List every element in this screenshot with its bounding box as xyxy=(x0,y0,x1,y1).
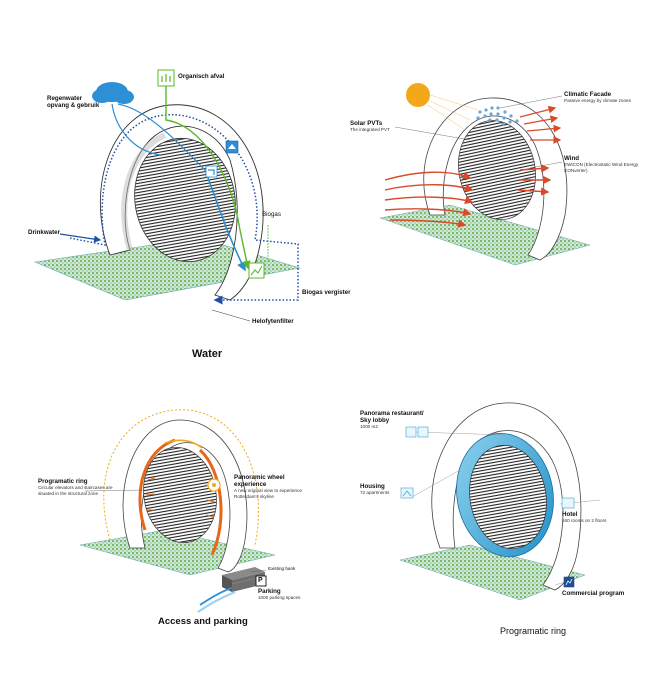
parking-p-box xyxy=(255,575,267,587)
organic-waste-glyph xyxy=(161,74,171,82)
wheel-title: Panoramic wheel experience xyxy=(234,474,285,489)
sun-rays xyxy=(427,94,479,131)
tank-glyph xyxy=(228,144,236,149)
housing-glyph xyxy=(402,490,412,497)
wheel-sub: A new original view to experience Rotter… xyxy=(234,488,302,499)
access-road-2 xyxy=(197,590,236,613)
drinkwater-leader xyxy=(59,233,102,243)
energy-panel xyxy=(379,83,591,266)
ring-leader xyxy=(84,489,146,492)
commercial-glyph xyxy=(565,578,573,586)
access-panel xyxy=(79,409,276,613)
title-access: Access and parking xyxy=(158,616,248,627)
program-ground-plane xyxy=(399,544,586,601)
housing-sub: 72 apartments xyxy=(360,490,390,496)
wind-leader xyxy=(529,161,563,169)
panoramic-wheel-dot xyxy=(212,483,216,487)
organic-green-line xyxy=(165,85,251,270)
housing-icon xyxy=(400,487,414,499)
panorama-sub: 1000 m2 xyxy=(360,424,378,430)
cloud-icon xyxy=(92,82,134,104)
label-parking-icon: P xyxy=(258,577,263,584)
energy-ring-outer xyxy=(423,97,568,261)
title-water: Water xyxy=(192,348,223,360)
wind-sub: EWICON (Electrostatic Wind Energy CONver… xyxy=(564,162,639,173)
climatic-sub: Passive energy by climate zones xyxy=(564,98,631,104)
energy-window xyxy=(458,120,536,220)
label-commercial: Commercial program xyxy=(562,590,625,597)
climatic-leader xyxy=(499,95,563,109)
prog-ring-title: Programatic ring xyxy=(38,478,88,485)
helofyten-leader xyxy=(211,309,251,322)
label-helofyten: Helofytenfilter xyxy=(252,318,294,325)
restaurant-icon xyxy=(405,426,417,438)
skylobby-icon xyxy=(417,426,429,438)
tap-icon xyxy=(205,165,218,178)
panorama-title: Panorama restaurant/ Sky lobby xyxy=(360,410,424,425)
title-program: Programatic ring xyxy=(500,626,567,636)
orange-ring-right xyxy=(198,448,223,556)
solar-title: Solar PVTs xyxy=(350,120,383,127)
parking-sub: 1000 parking spaces xyxy=(258,595,301,601)
water-ring-outer xyxy=(99,104,264,301)
water-panel xyxy=(33,69,301,322)
biogas-glyph xyxy=(250,265,263,276)
wind-arrows xyxy=(384,164,552,228)
orange-ring-top xyxy=(164,439,203,449)
climatic-title: Climatic Facade xyxy=(564,91,612,98)
label-regenwater: Regenwater opvang & gebruik xyxy=(47,95,100,110)
orange-ring-left xyxy=(138,438,176,531)
dotted-drinkwater-loop xyxy=(69,114,299,305)
hotel-sub: 160 rooms on 2 floors xyxy=(562,518,607,524)
housing-title: Housing xyxy=(360,483,385,490)
tap-glyph xyxy=(208,169,215,175)
biogas-icon xyxy=(248,262,265,279)
hotel-icon xyxy=(561,497,575,509)
prog-ring-sub: Circular elevators and staircases are si… xyxy=(38,485,113,496)
label-biogas-vergister: Biogas vergister xyxy=(302,289,351,296)
solar-leader xyxy=(394,126,471,141)
climatic-out-arrows xyxy=(519,105,562,144)
water-ring-band xyxy=(121,132,167,251)
hotel-title: Hotel xyxy=(562,511,578,518)
program-panel xyxy=(399,402,601,601)
label-biogas: Biogas xyxy=(262,211,281,218)
water-circuit-line xyxy=(204,169,246,272)
label-existing: Existing bank xyxy=(268,566,296,571)
rainwater-line-2 xyxy=(117,103,206,171)
label-organisch: Organisch afval xyxy=(178,73,225,80)
parking-title: Parking xyxy=(258,588,281,595)
wind-title: Wind xyxy=(564,155,580,162)
label-drinkwater: Drinkwater xyxy=(28,229,60,236)
access-road xyxy=(199,587,233,606)
existing-leader xyxy=(249,569,267,573)
program-window xyxy=(469,445,547,549)
climatic-facade-dots xyxy=(476,106,519,126)
solar-sub: The integrated PVT xyxy=(350,127,390,133)
sun-icon xyxy=(406,83,430,107)
